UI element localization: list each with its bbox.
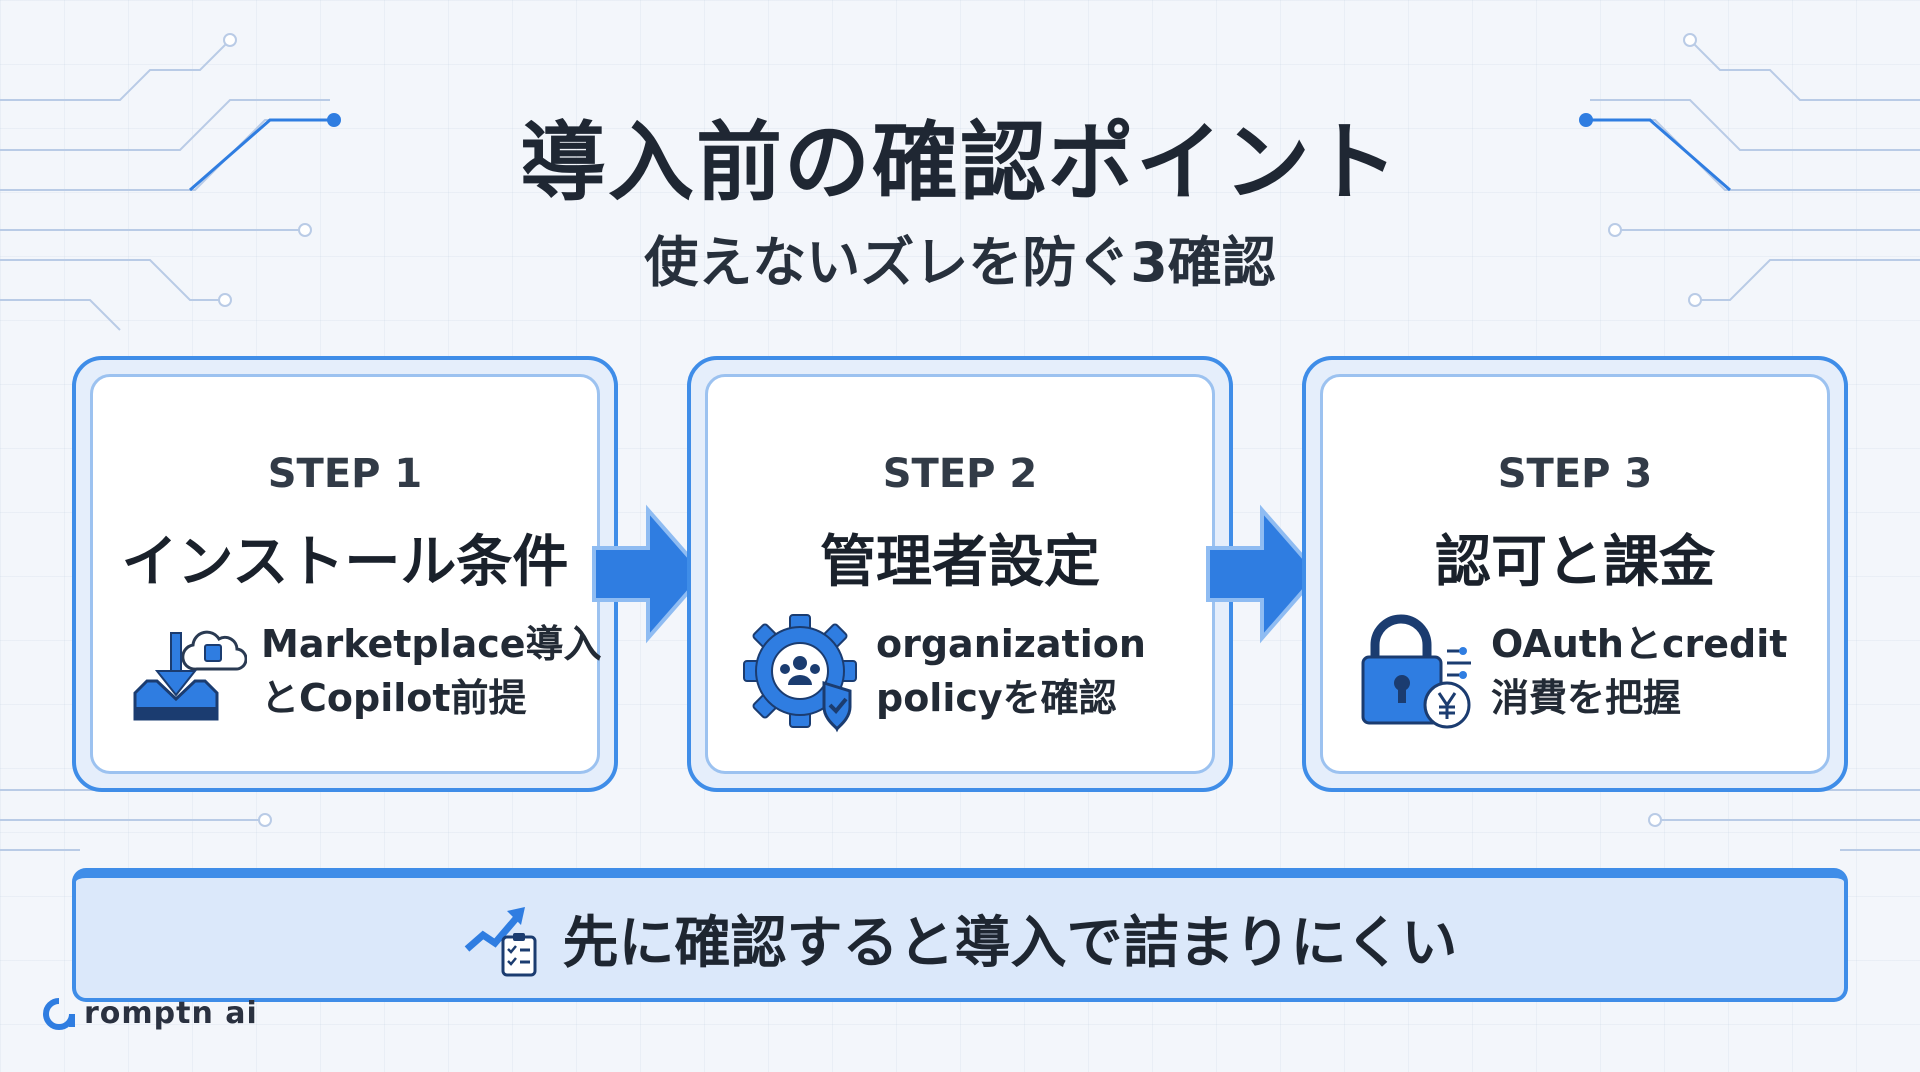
step-2-desc-line1: organization xyxy=(876,622,1146,666)
logo-text: romptn ai xyxy=(84,996,258,1031)
summary-banner: 先に確認すると導入で詰まりにくい xyxy=(72,868,1848,1002)
step-card-1: STEP 1 インストール条件 Marketplace導入 とCopilot前提 xyxy=(72,356,618,792)
step-1-title: インストール条件 xyxy=(121,530,569,595)
step-1-desc-line1: Marketplace導入 xyxy=(261,622,602,666)
banner-text: 先に確認すると導入で詰まりにくい xyxy=(562,910,1458,976)
step-3-title: 認可と課金 xyxy=(1435,530,1715,595)
step-1-description: Marketplace導入 とCopilot前提 xyxy=(261,617,602,725)
arrow-right-icon xyxy=(592,504,707,644)
step-3-label: STEP 3 xyxy=(1497,451,1653,497)
page-subtitle: 使えないズレを防ぐ3確認 xyxy=(644,231,1276,294)
brand-logo: romptn ai xyxy=(42,996,258,1031)
banner-content: 先に確認すると導入で詰まりにくい xyxy=(76,878,1844,998)
step-3-desc-line1: OAuthとcredit xyxy=(1491,622,1788,666)
step-card-2-inner: STEP 2 管理者設定 organization policyを確 xyxy=(705,374,1215,774)
romptn-logo-icon xyxy=(43,997,75,1030)
step-2-description: organization policyを確認 xyxy=(876,617,1146,725)
arrow-right-icon-2 xyxy=(1206,504,1321,644)
step-card-1-inner: STEP 1 インストール条件 Marketplace導入 とCopilot前提 xyxy=(90,374,602,774)
step-card-2: STEP 2 管理者設定 organization policyを確 xyxy=(687,356,1233,792)
step-2-desc-line2: policyを確認 xyxy=(876,676,1117,720)
cloud-download-tray-icon xyxy=(133,630,247,721)
step-1-desc-line2: とCopilot前提 xyxy=(261,676,527,720)
gear-users-shield-icon xyxy=(743,614,857,733)
step-3-desc-line2: 消費を把握 xyxy=(1491,676,1682,720)
step-1-label: STEP 1 xyxy=(267,451,423,497)
page-title: 導入前の確認ポイント xyxy=(520,113,1400,213)
step-2-label: STEP 2 xyxy=(882,451,1038,497)
step-3-description: OAuthとcredit 消費を把握 xyxy=(1491,617,1787,725)
lock-yen-coin-icon xyxy=(1361,614,1471,729)
step-card-3-inner: STEP 3 認可と課金 OAuthとcredit 消費を把握 xyxy=(1320,374,1830,774)
step-2-title: 管理者設定 xyxy=(820,530,1100,595)
step-card-3: STEP 3 認可と課金 OAuthとcredit 消費を把握 xyxy=(1302,356,1848,792)
trend-up-checklist-icon xyxy=(464,907,537,977)
